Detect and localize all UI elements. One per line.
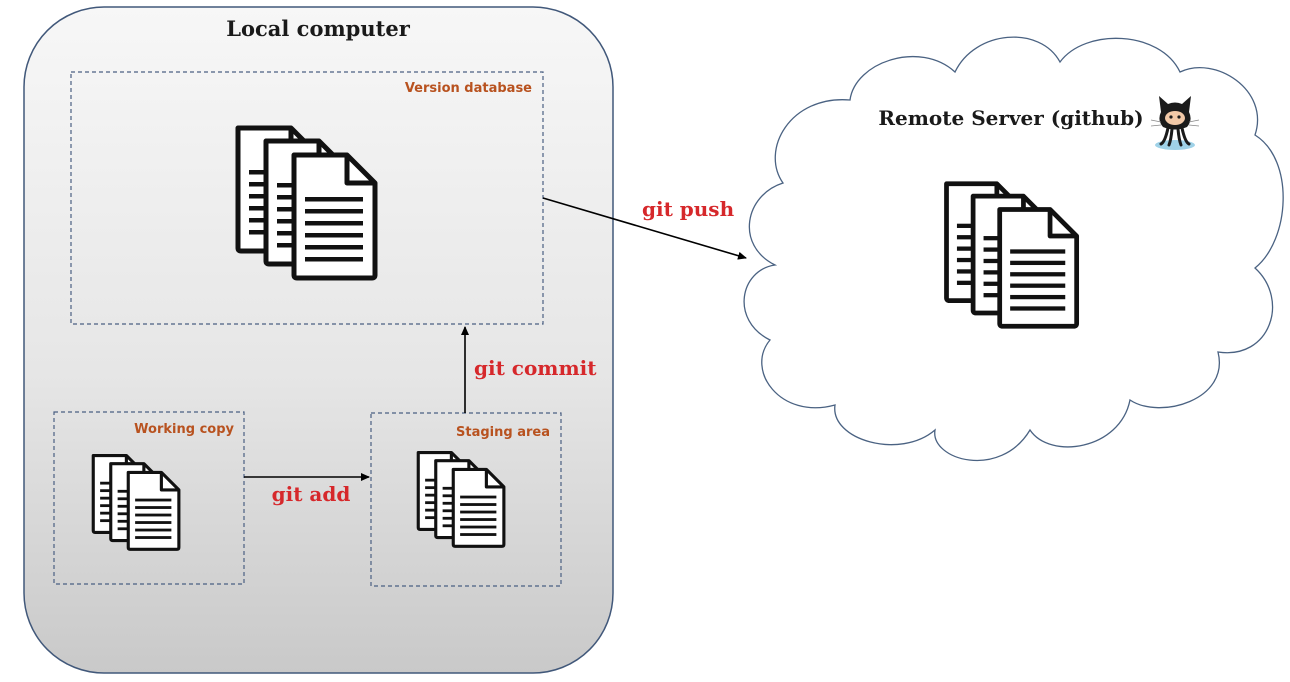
local-computer-box [23, 6, 614, 674]
git-commit-connector: git commit [461, 326, 597, 413]
working-copy-area: Working copy [53, 411, 245, 585]
working-copy-box [53, 411, 245, 585]
octocat-icon [1150, 96, 1200, 150]
local-computer-title: Local computer [226, 16, 410, 41]
version-database-label: Version database [405, 81, 532, 96]
git-push-arrow [542, 197, 747, 260]
git-push-label: git push [642, 197, 735, 221]
staging-area: Staging area [370, 412, 562, 587]
git-commit-label: git commit [474, 356, 597, 380]
staging-area-label: Staging area [456, 425, 550, 440]
remote-server-cloud: Remote Server (github) [743, 36, 1284, 462]
git-push-connector: git push [542, 197, 747, 260]
git-add-connector: git add [244, 473, 370, 506]
staging-area-box [370, 412, 562, 587]
remote-server-title: Remote Server (github) [878, 106, 1143, 130]
working-copy-label: Working copy [134, 422, 234, 437]
git-add-label: git add [272, 482, 351, 506]
local-computer-panel: Local computer [23, 6, 614, 674]
